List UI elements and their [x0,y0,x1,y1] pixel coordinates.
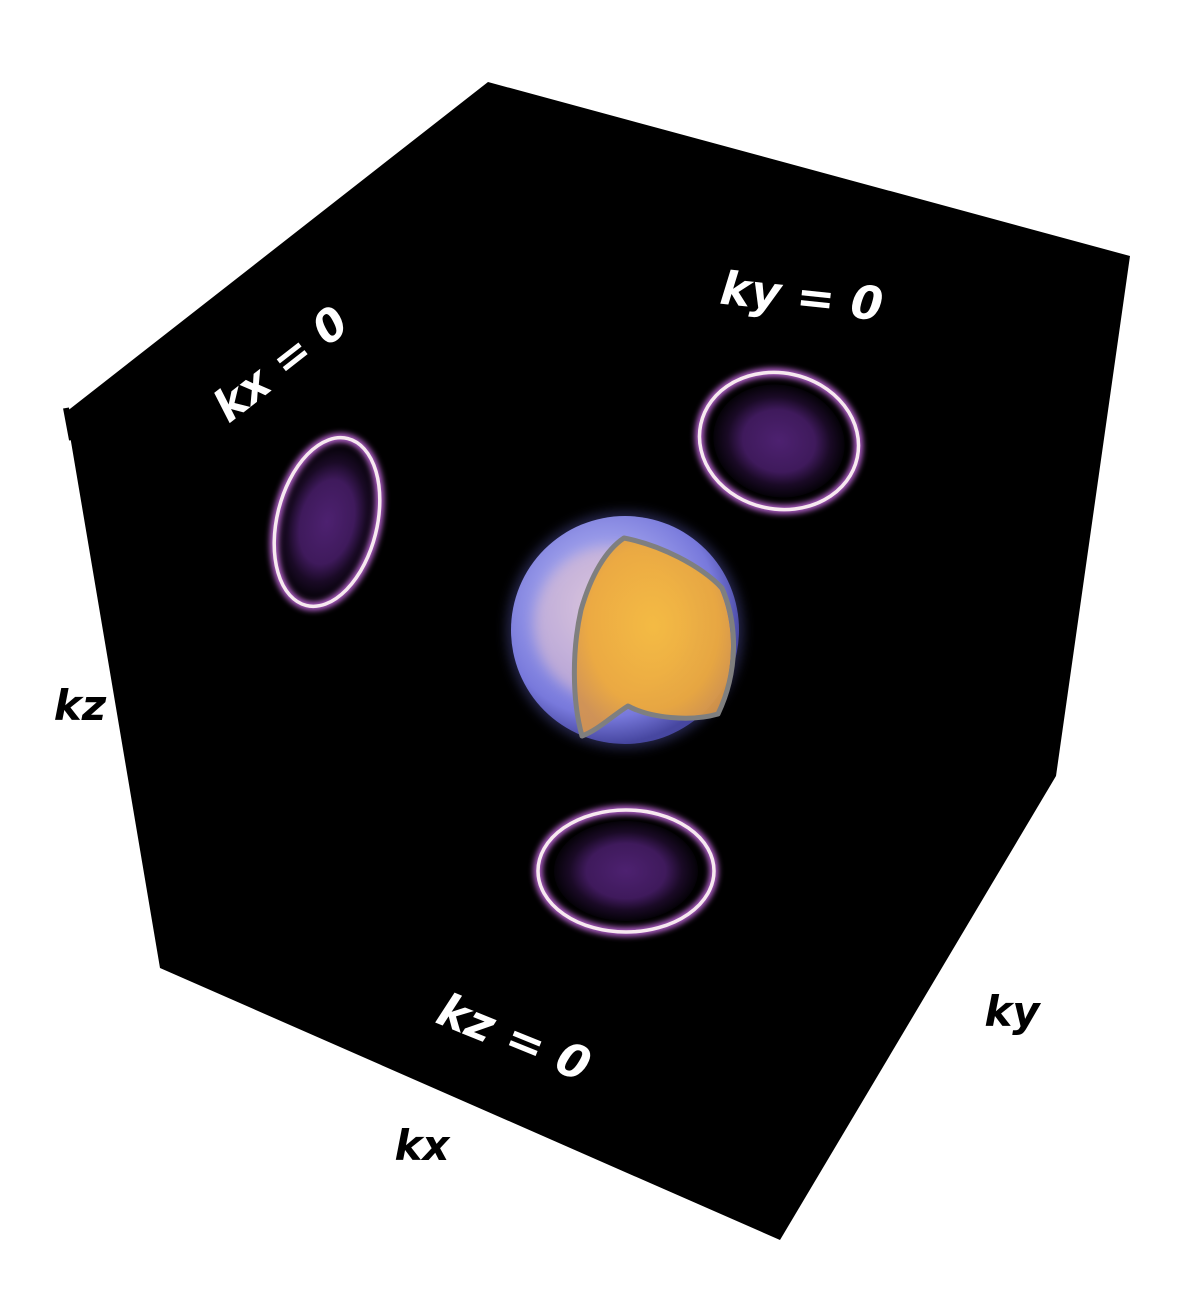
sphere-core-cutaway [576,538,732,734]
kz-plane-contour [533,805,719,937]
kx-plane-contour [269,433,385,611]
sphere-cut-outline [571,535,736,739]
ky-plane-contour [694,367,864,515]
fermi-sphere [507,512,743,748]
ky-axis-label: ky [984,987,1041,1036]
kz-axis-label: kz [54,681,107,730]
cube-edge-left [63,407,75,441]
kx-axis-label: kx [394,1121,451,1170]
